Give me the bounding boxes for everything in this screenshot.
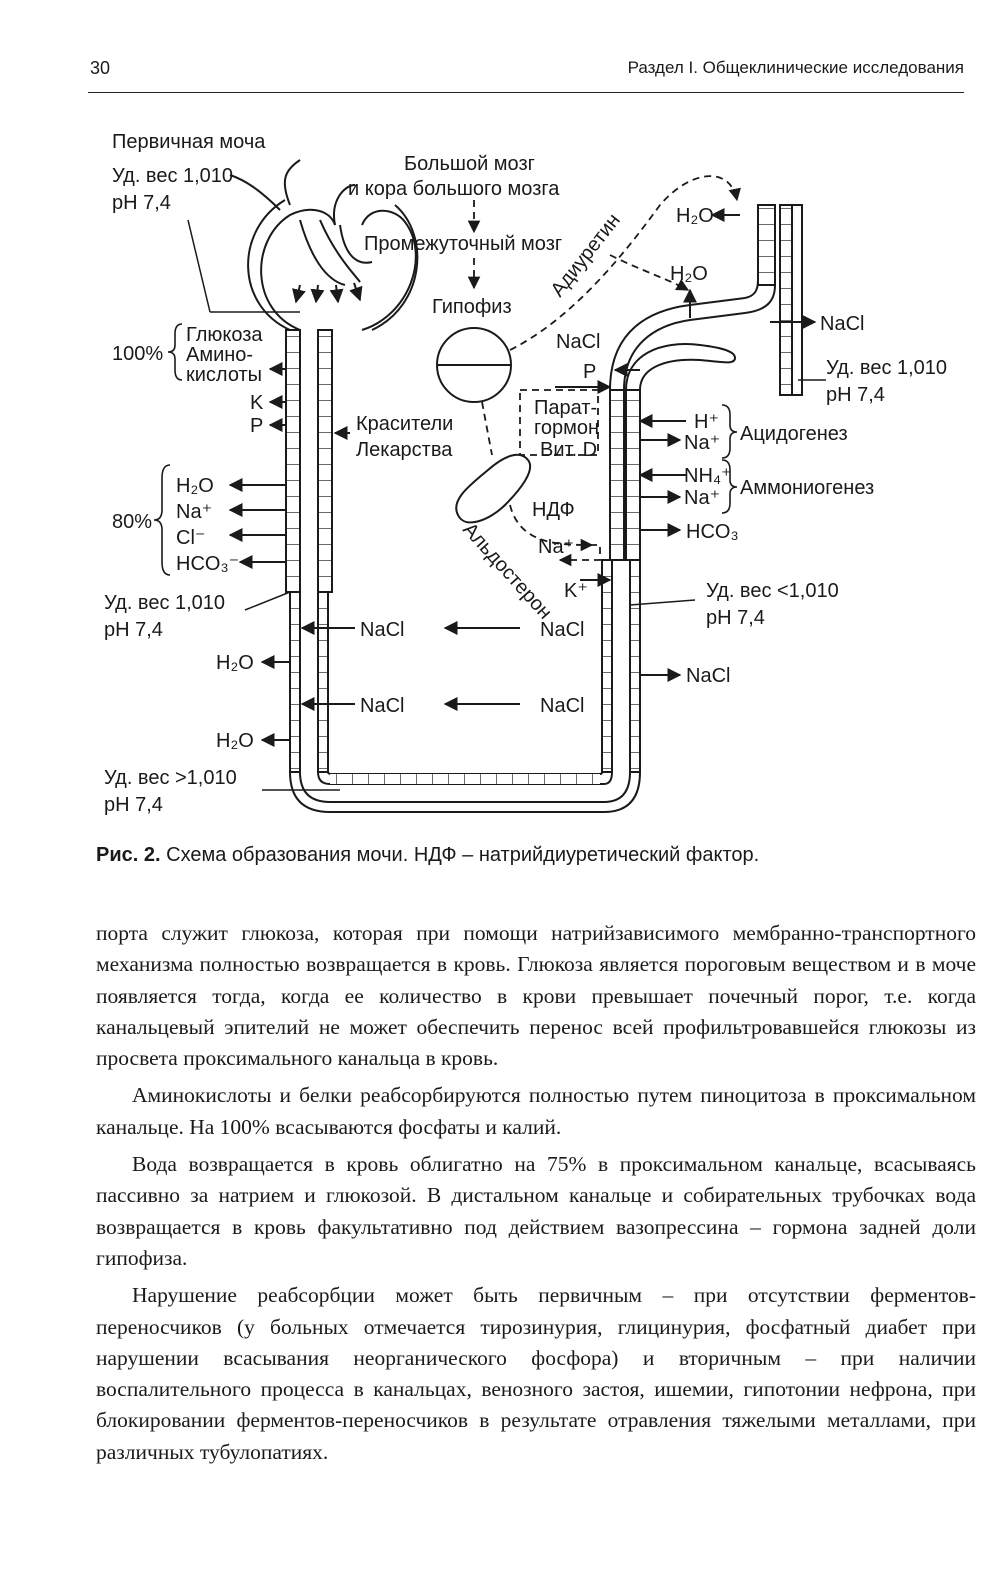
label-h2o-desc-1: H₂O <box>216 652 254 674</box>
label-ph-d: pH 7,4 <box>104 619 163 641</box>
label-pct-100: 100% <box>112 343 163 365</box>
label-parat-2: гормон <box>534 417 599 439</box>
label-ph-c: pH 7,4 <box>706 607 765 629</box>
label-p: P <box>250 415 263 437</box>
label-nacl-right-out: NaCl <box>686 665 730 687</box>
label-diencephalon: Промежуточный мозг <box>364 233 562 255</box>
label-nacl-loop-1b: NaCl <box>540 619 584 641</box>
figure-caption-text: Схема образования мочи. НДФ – натрийдиур… <box>160 844 760 866</box>
figure-caption-label: Рис. 2. <box>96 844 161 866</box>
bowman-capsule <box>229 159 419 331</box>
label-h-plus: H⁺ <box>694 411 719 433</box>
label-hypophysis: Гипофиз <box>432 296 512 318</box>
label-na-80: Na⁺ <box>176 501 212 523</box>
label-aldosterone: Альдостерон <box>458 519 556 624</box>
label-parat-1: Парат- <box>534 397 597 419</box>
loop-of-henle <box>289 771 641 813</box>
label-nacl-loop-2a: NaCl <box>360 695 404 717</box>
label-h2o-80: H₂O <box>176 475 214 497</box>
label-k: K <box>250 392 264 414</box>
label-sg-a: Уд. вес 1,010 <box>112 165 233 187</box>
label-nacl-loop-2b: NaCl <box>540 695 584 717</box>
label-k-plus: K⁺ <box>564 580 588 602</box>
label-brain-1: Большой мозг <box>404 153 535 175</box>
label-adiuretin: Адиуретин <box>547 210 625 301</box>
label-pct-80: 80% <box>112 511 152 533</box>
label-nh4: NH₄⁺ <box>684 465 732 487</box>
label-nacl-distal: NaCl <box>556 331 600 353</box>
label-nacl-loop-1a: NaCl <box>360 619 404 641</box>
adrenal-gland-icon <box>455 453 531 524</box>
paragraph-2: Аминокислоты и белки реабсорбируются пол… <box>96 1083 976 1139</box>
paragraph-3: Вода возвращается в кровь облигатно на 7… <box>96 1152 976 1270</box>
label-drugs: Лекарства <box>356 439 453 461</box>
label-brain-2: и кора большого мозга <box>348 178 560 200</box>
urine-formation-diagram: Первичная моча Уд. вес 1,010 pH 7,4 Боль… <box>104 131 947 816</box>
label-na-plus-3: Na⁺ <box>538 536 574 558</box>
label-ammoniogenesis: Аммониогенез <box>740 477 874 499</box>
hypophysis-icon <box>436 327 512 403</box>
label-na-plus-2: Na⁺ <box>684 487 720 509</box>
label-amino-2: кислоты <box>186 364 262 386</box>
header-rule <box>88 92 964 93</box>
label-p-distal: P <box>583 361 596 383</box>
label-hco3-right: HCO₃ <box>686 521 739 543</box>
label-ndf: НДФ <box>532 499 575 521</box>
collecting-duct <box>744 205 759 299</box>
label-sg-gt: Уд. вес >1,010 <box>104 767 237 789</box>
label-sg-c: Уд. вес 1,010 <box>104 592 225 614</box>
ascending-limb <box>601 559 613 773</box>
label-ph-e: pH 7,4 <box>104 794 163 816</box>
label-ph-b: pH 7,4 <box>826 384 885 406</box>
label-acidogenesis: Ацидогенез <box>740 423 848 445</box>
label-sg-lt: Уд. вес <1,010 <box>706 580 839 602</box>
label-vit-d: Вит. D <box>540 439 597 461</box>
label-h2o-top-mid: H₂O <box>670 263 708 285</box>
hormonal-pathways <box>467 175 741 567</box>
pointer-lines <box>187 219 826 791</box>
running-header: Раздел I. Общеклинические исследования <box>627 58 964 77</box>
collecting-duct-segment <box>779 204 793 396</box>
label-ph-a: pH 7,4 <box>112 192 171 214</box>
label-na-plus-1: Na⁺ <box>684 432 720 454</box>
transport-arrows <box>228 208 817 747</box>
paragraph-4: Нарушение реабсорбции может быть первичн… <box>96 1283 976 1464</box>
filtration-arrows <box>292 282 363 304</box>
descending-limb <box>289 591 301 773</box>
distal-tubule <box>609 389 625 561</box>
label-h2o-desc-2: H₂O <box>216 730 254 752</box>
label-glucose: Глюкоза <box>186 324 263 346</box>
body-text: порта служит глюкоза, которая при помощи… <box>96 918 976 1474</box>
label-dyes: Красители <box>356 413 453 435</box>
label-h2o-top-left: H₂O <box>676 205 714 227</box>
page-number: 30 <box>90 58 111 78</box>
figure-caption: Рис. 2. Схема образования мочи. НДФ – на… <box>96 844 976 867</box>
label-primary-urine: Первичная моча <box>112 131 266 153</box>
proximal-tubule <box>285 329 301 593</box>
label-nacl-top-right: NaCl <box>820 313 864 335</box>
paragraph-1: порта служит глюкоза, которая при помощи… <box>96 921 976 1071</box>
label-hco3-80: HCO₃⁻ <box>176 553 239 575</box>
braces <box>153 323 738 576</box>
label-sg-b: Уд. вес 1,010 <box>826 357 947 379</box>
label-amino-1: Амино- <box>186 344 253 366</box>
label-cl-80: Cl⁻ <box>176 527 205 549</box>
